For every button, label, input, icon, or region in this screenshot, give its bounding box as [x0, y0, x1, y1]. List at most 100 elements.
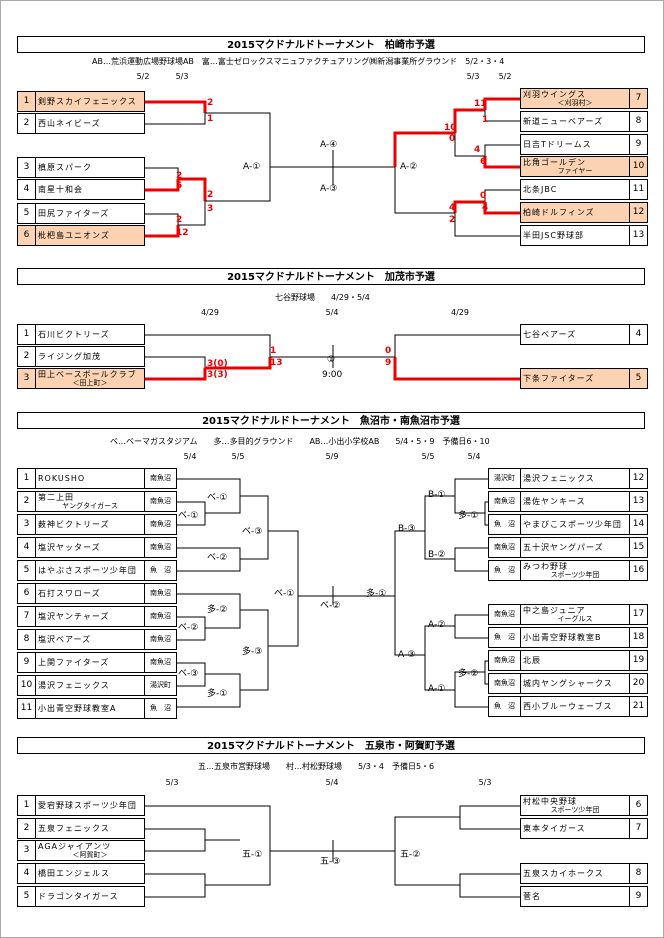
seed-number: 4 [629, 325, 647, 344]
team-name-line: 枇杷島ユニオンズ [38, 231, 110, 240]
bracket-line [240, 531, 269, 560]
bracket-line [240, 646, 269, 691]
team-name: 田尻ファイターズ [36, 204, 144, 223]
team-name: 塩沢ベアーズ [36, 630, 144, 649]
match-label: 多-① [458, 511, 479, 521]
bracket-line [177, 690, 241, 708]
bracket-line [394, 334, 520, 357]
date-label: 5/4 [183, 452, 197, 461]
score: 1 [207, 114, 214, 124]
team-name: 小出青空野球教室A [36, 699, 144, 718]
score: 4 [474, 145, 481, 155]
team-name: 石川ビクトリーズ [36, 325, 144, 344]
venue-tag: 魚 沼 [144, 699, 176, 718]
seed-number: 9 [629, 887, 647, 906]
match-label: ① [327, 355, 336, 365]
team-name-line: ライジング加茂 [38, 352, 101, 361]
score: 11 [474, 99, 487, 109]
team-name-line: 北辰 [523, 656, 541, 665]
match-label: A-③ [320, 184, 338, 194]
team-name-line: はやぶさスポーツ少年団 [38, 566, 137, 575]
team-name-line: 田上ベースボールクラブ [38, 369, 137, 379]
bracket-line [145, 167, 179, 179]
team-name: 半田JSC野球部 [521, 226, 629, 245]
match-label: ベ-③ [178, 669, 199, 679]
team-name: AGAジャイアンツ＜阿賀町＞ [36, 841, 144, 860]
team-name-sub: ＜阿賀町＞ [72, 850, 108, 859]
team-name-line: 五十沢ヤングパーズ [523, 543, 604, 552]
bracket-line [268, 530, 299, 596]
seed-number: 2 [18, 819, 36, 838]
seed-number: 9 [18, 653, 36, 672]
team-name: ドラゴンタイガース [36, 887, 144, 906]
bracket-line [454, 559, 488, 572]
score: 5 [176, 181, 183, 191]
team-name-line: 比角ゴールデン [523, 157, 586, 167]
match-label: ベ-② [320, 601, 341, 611]
score: 3 [207, 204, 214, 214]
seed-number: 7 [629, 89, 647, 108]
seed-number: 7 [629, 819, 647, 838]
bracket-line [145, 356, 206, 368]
seed-number: 15 [629, 538, 647, 557]
team-name-line: 菅名 [523, 892, 541, 901]
venue-tag: 南魚沼 [489, 538, 521, 557]
match-label: 多-② [458, 669, 479, 679]
seed-number: 8 [629, 864, 647, 883]
date-label: 5/3 [466, 72, 480, 81]
team-name: 田上ベースボールクラブ＜田上町＞ [36, 369, 144, 388]
bracket-line [454, 547, 488, 559]
team-name: 新道ニューベアーズ [521, 112, 629, 131]
seed-number: 3 [18, 841, 36, 860]
match-label: 五-③ [320, 857, 341, 867]
team-name-line: 橋田エンジェルス [38, 869, 110, 878]
venue-tag: 魚 沼 [489, 628, 521, 647]
team-name: 南星十和会 [36, 180, 144, 199]
venue-tag: 魚 沼 [489, 697, 521, 716]
seed-number: 9 [629, 135, 647, 154]
bracket-line [205, 851, 271, 886]
match-label: A-② [428, 620, 446, 630]
seed-number: 7 [18, 607, 36, 626]
match-label: ベ-② [178, 623, 199, 633]
team-name-line: 湯佐ヤンキース [523, 497, 586, 506]
team-name: 東本タイガース [521, 819, 629, 838]
bracket-line [484, 513, 488, 526]
seed-number: 5 [629, 369, 647, 388]
seed-number: 14 [629, 515, 647, 534]
seed-number: 19 [629, 651, 647, 670]
team-name-line: 小出青空野球教室B [523, 633, 602, 642]
team-name-line: 村松中央野球 [523, 796, 577, 806]
team-name-line: 日吉Tドリームス [523, 140, 592, 149]
seed-number: 13 [629, 226, 647, 245]
bracket-line [454, 133, 485, 157]
team-name-sub: ヤングタイガース [62, 501, 118, 510]
winner-path [483, 97, 520, 110]
team-name: みつわ野球スポーツ少年団 [521, 561, 629, 580]
date-label: 5/5 [421, 452, 435, 461]
venue-tag: 南魚沼 [144, 653, 176, 672]
bracket-line [454, 213, 520, 237]
match-label: A-① [428, 684, 446, 694]
bracket-line [424, 495, 455, 531]
team-name-sub: ＜田上町＞ [72, 378, 108, 387]
team-name: 北条JBC [521, 180, 629, 199]
team-name-line: 石川ビクトリーズ [38, 330, 110, 339]
match-label: B-② [428, 550, 446, 560]
